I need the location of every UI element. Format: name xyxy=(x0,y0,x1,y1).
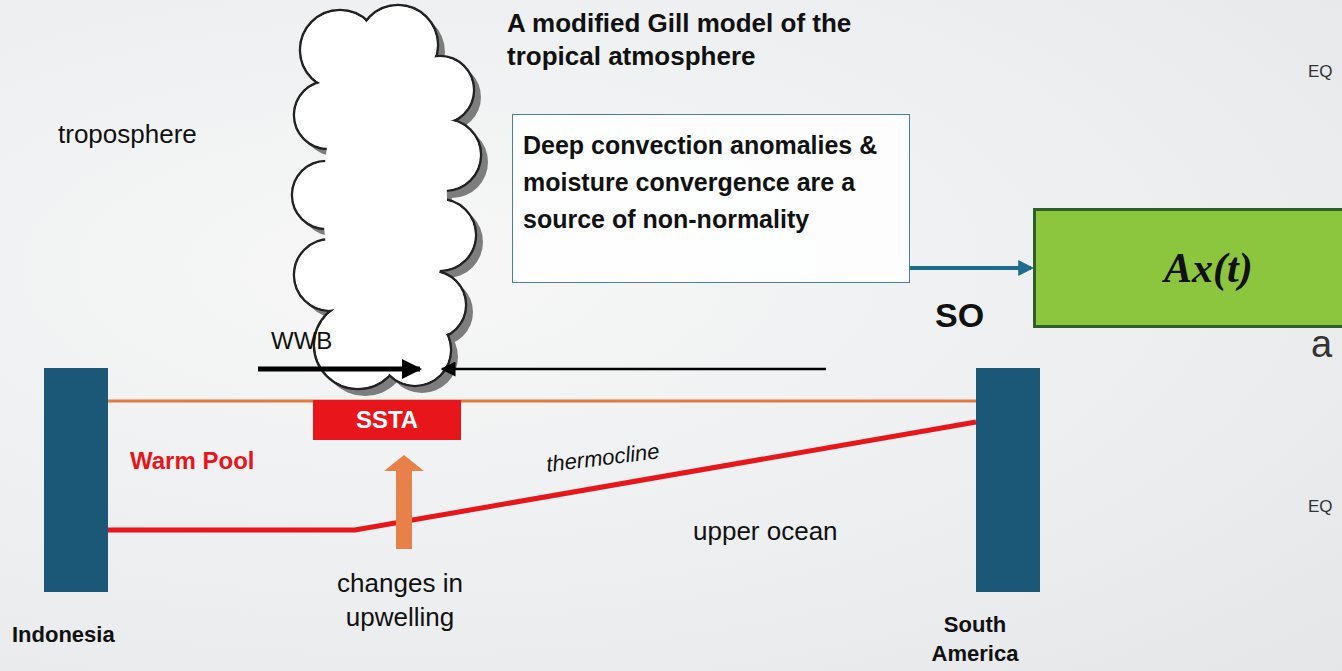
operator-box: Ax(t) xyxy=(1033,208,1342,328)
region-label: Warm Pool xyxy=(130,447,254,475)
connector-arrow xyxy=(910,266,1031,270)
title: A modified Gill model of the tropical at… xyxy=(507,7,937,73)
upwelling-arrow xyxy=(384,455,424,549)
panel-letter: a xyxy=(1311,323,1332,366)
process-label: changes in upwelling xyxy=(320,566,480,634)
indonesia-bar xyxy=(44,368,108,592)
ssta-box: SSTA xyxy=(313,400,461,440)
place-label: South America xyxy=(920,610,1030,668)
line-label: thermocline xyxy=(545,438,661,478)
trade-wind-arrow xyxy=(442,368,826,371)
region-label: upper ocean xyxy=(693,516,838,547)
place-label: Indonesia xyxy=(12,622,115,648)
wwb-arrow xyxy=(258,367,420,372)
axis-label: EQ xyxy=(1308,62,1333,82)
node-text: SSTA xyxy=(317,405,457,435)
wind-label: WWB xyxy=(271,327,332,355)
node-text: Ax(t) xyxy=(1046,243,1342,293)
edge-label: SO xyxy=(935,296,984,335)
region-label: troposphere xyxy=(58,119,197,150)
node-text: Deep convection anomalies & moisture con… xyxy=(523,127,899,238)
ocean-surface xyxy=(108,400,976,403)
callout-box: Deep convection anomalies & moisture con… xyxy=(512,114,910,283)
thermocline-line xyxy=(108,422,976,530)
south-america-bar xyxy=(976,368,1040,592)
axis-label: EQ xyxy=(1308,497,1333,517)
